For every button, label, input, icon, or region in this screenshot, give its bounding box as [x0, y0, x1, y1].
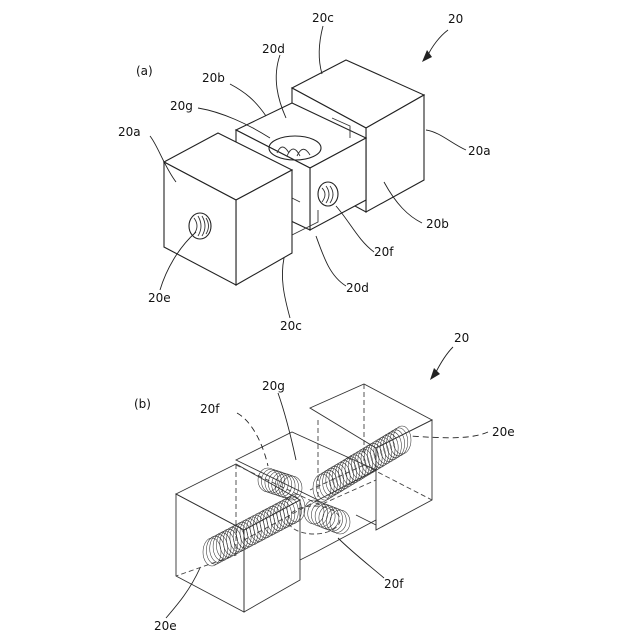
coil-turn — [223, 527, 241, 555]
label-20d-top: 20d — [262, 42, 285, 56]
coil-turn — [371, 439, 389, 467]
coil-turn — [351, 451, 369, 479]
coil-turn — [329, 464, 347, 492]
coil-turn — [272, 473, 292, 497]
coil-turn — [240, 519, 258, 547]
coil-turn — [393, 426, 411, 454]
label-20d-bottom: 20d — [346, 281, 369, 295]
coil-turn — [213, 533, 231, 561]
coil-turn — [377, 436, 395, 464]
coil-turn — [383, 432, 401, 460]
coil-turn — [257, 510, 275, 538]
label-20b-top: 20b — [202, 71, 225, 85]
coil-turn — [243, 517, 261, 545]
coil-turn — [260, 508, 278, 536]
coil-turn — [247, 515, 265, 543]
coil-turn — [345, 455, 363, 483]
coil-lower-left — [203, 494, 305, 566]
label-20c-bottom: 20c — [280, 319, 302, 333]
coil-turn — [387, 430, 405, 458]
coil-turn — [311, 503, 331, 527]
coil-turn — [332, 463, 350, 491]
coil-turn — [374, 438, 392, 466]
coil-turn — [280, 498, 298, 526]
figure-a — [150, 26, 466, 318]
coil-turn — [270, 503, 288, 531]
coil-small-bottom — [304, 500, 350, 534]
coil-turn — [264, 506, 282, 534]
coil-turn — [216, 531, 234, 559]
coil-turn — [277, 499, 295, 527]
label-20a-left: 20a — [118, 125, 141, 139]
label-20e-right: 20e — [492, 425, 515, 439]
label-20f-a: 20f — [374, 245, 394, 259]
ref-20-b: 20 — [454, 331, 469, 345]
coil-turn — [230, 524, 248, 552]
coil-turn — [275, 474, 295, 498]
figure-b — [166, 347, 488, 618]
panel-label-b: (b) — [134, 397, 151, 411]
coil-turn — [364, 443, 382, 471]
coil-turn — [323, 468, 341, 496]
coil-turn — [203, 538, 221, 566]
coil-turn — [315, 504, 335, 528]
coil-turn — [253, 512, 271, 540]
coil-turn — [227, 526, 245, 554]
coil-turn — [319, 470, 337, 498]
label-20f-top: 20f — [200, 402, 220, 416]
coil-turn — [267, 505, 285, 533]
coil-turn — [380, 434, 398, 462]
label-20c-top: 20c — [312, 11, 334, 25]
coil-turn — [206, 536, 224, 564]
coil-turn — [390, 428, 408, 456]
coil-turn — [308, 501, 328, 525]
coil-turn — [237, 520, 255, 548]
coil-turn — [326, 466, 344, 494]
coil-turn — [282, 476, 302, 500]
label-20b-right: 20b — [426, 217, 449, 231]
coil-turn — [319, 506, 339, 530]
ref-20-a: 20 — [448, 12, 463, 26]
coil-small-top — [258, 468, 302, 500]
label-20e-a: 20e — [148, 291, 171, 305]
coil-turn — [250, 513, 268, 541]
label-20a-right: 20a — [468, 144, 491, 158]
coil-turn — [210, 535, 228, 563]
label-20e-bottom: 20e — [154, 619, 177, 633]
coil-turn — [342, 457, 360, 485]
label-20f-bottom: 20f — [384, 577, 404, 591]
label-20g-b: 20g — [262, 379, 285, 393]
coil-turn — [304, 500, 324, 524]
coil-turn — [220, 529, 238, 557]
coil-turn — [348, 453, 366, 481]
label-20g-a: 20g — [170, 99, 193, 113]
panel-label-a: (a) — [136, 64, 153, 78]
coil-turn — [335, 461, 353, 489]
coil-turn — [274, 501, 292, 529]
coil-turn — [355, 449, 373, 477]
coil-turn — [326, 509, 346, 533]
coil-turn — [358, 447, 376, 475]
